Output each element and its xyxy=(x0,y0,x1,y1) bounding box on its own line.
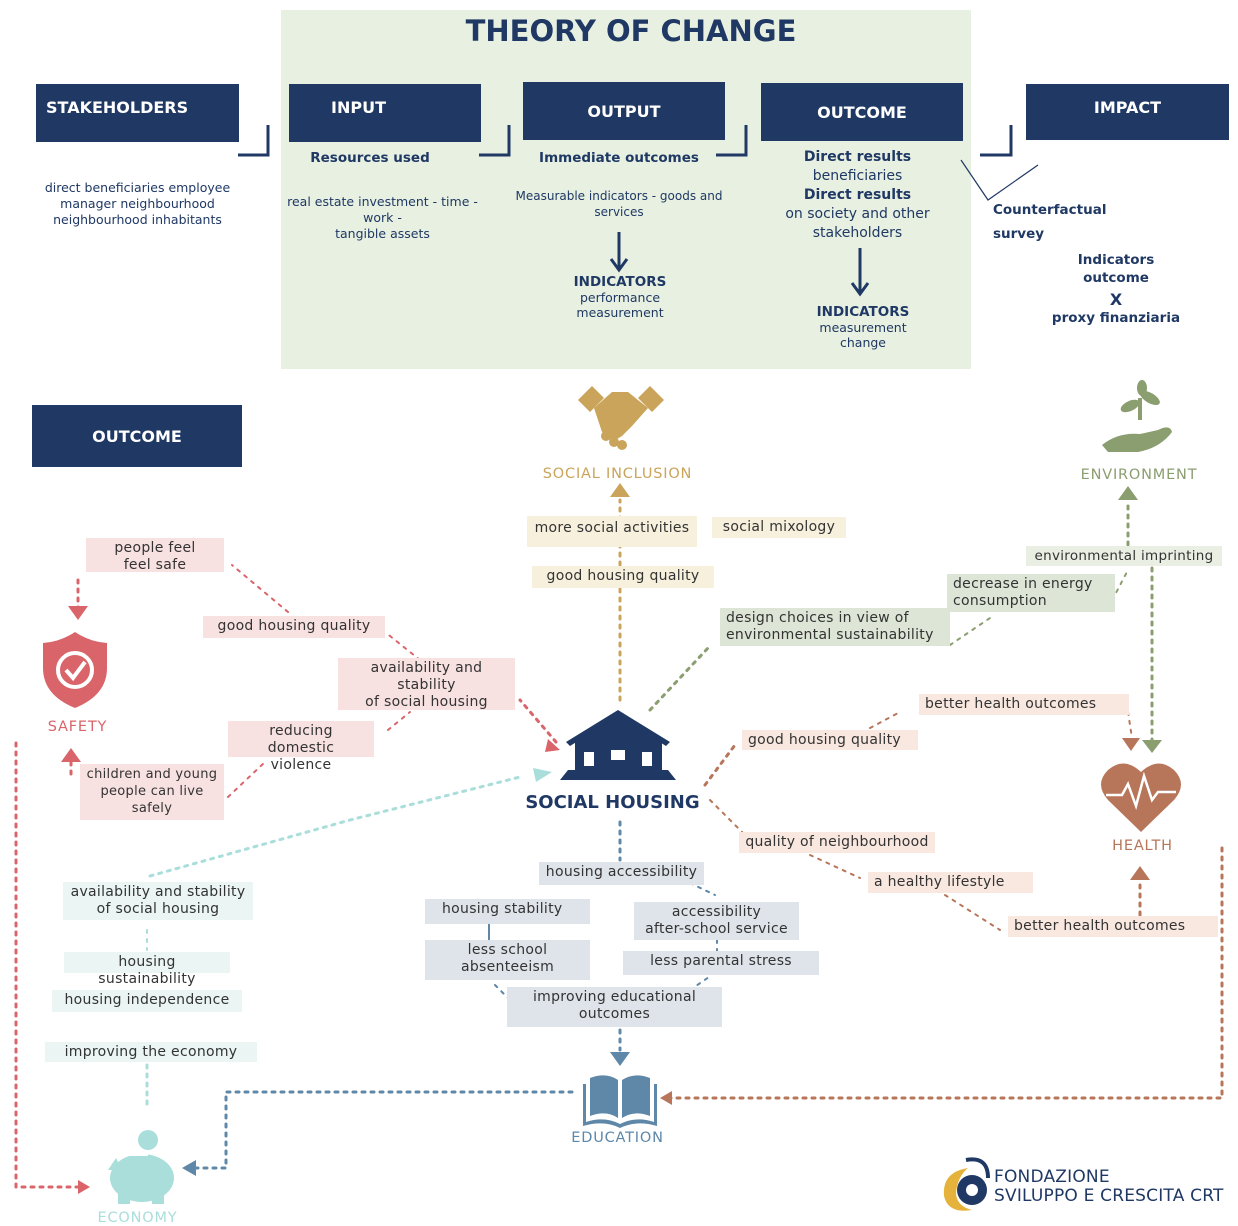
label-good-housing-quality-safety: good housing quality xyxy=(203,616,385,638)
counterfactual-tick xyxy=(960,159,1039,201)
arrowheads xyxy=(61,483,1162,1194)
theory-panel xyxy=(281,10,971,369)
line-env-design xyxy=(648,646,710,712)
label-availability-economy: availability and stability of social hou… xyxy=(63,882,253,920)
handshake-icon xyxy=(578,386,664,450)
social-housing-title: SOCIAL HOUSING xyxy=(525,792,700,813)
outcome-header: OUTCOME xyxy=(761,83,963,141)
connector-outcome-impact xyxy=(980,125,1013,157)
environment-plant-icon xyxy=(1102,380,1172,452)
social-housing-icon xyxy=(560,710,676,780)
label-housing-stability: housing stability xyxy=(425,899,590,924)
health-label: HEALTH xyxy=(1112,838,1173,854)
label-housing-independence: housing independence xyxy=(52,990,242,1012)
input-subtitle: Resources used xyxy=(310,150,430,166)
safety-label: SAFETY xyxy=(47,719,108,735)
connector-input-output xyxy=(479,125,511,157)
connector-output-outcome xyxy=(716,125,748,157)
label-people-feel-safe: people feel feel safe xyxy=(86,538,224,573)
education-label: EDUCATION xyxy=(571,1130,664,1146)
label-less-parental: less parental stress xyxy=(623,951,819,975)
health-heart-icon xyxy=(1101,763,1181,832)
label-reducing-violence: reducing domestic violence xyxy=(228,721,374,773)
label-quality-neighbourhood: quality of neighbourhood xyxy=(739,832,935,853)
label-improving-edu: improving educational outcomes xyxy=(507,987,722,1027)
line-health-education xyxy=(668,846,1224,1100)
label-less-absenteeism: less school absenteeism xyxy=(425,940,590,980)
output-header: OUTPUT xyxy=(523,82,725,140)
label-env-imprinting: environmental imprinting xyxy=(1026,546,1222,566)
fondazione-logo-mark xyxy=(943,1157,990,1211)
label-design-choices: design choices in view of environmental … xyxy=(720,608,950,646)
education-book-icon xyxy=(583,1075,657,1128)
economy-piggy-icon xyxy=(108,1130,174,1204)
label-improving-economy: improving the economy xyxy=(45,1042,257,1062)
line-safety-economy xyxy=(14,741,82,1189)
label-better-health-2: better health outcomes xyxy=(1008,916,1218,937)
label-housing-accessibility: housing accessibility xyxy=(539,862,704,885)
label-accessibility-after: accessibility after-school service xyxy=(634,902,799,940)
label-healthy-lifestyle: a healthy lifestyle xyxy=(868,872,1033,893)
label-good-housing-quality-health: good housing quality xyxy=(742,730,918,750)
economy-label: ECONOMY xyxy=(97,1210,178,1226)
label-better-health-1: better health outcomes xyxy=(919,694,1129,715)
label-children-safely: children and young people can live safel… xyxy=(80,764,224,820)
label-housing-sustainability: housing sustainability xyxy=(64,952,230,987)
outcome-section-box: OUTCOME xyxy=(32,405,242,467)
output-subtitle: Immediate outcomes xyxy=(539,150,699,166)
connector-stakeholders-input xyxy=(238,125,270,157)
impact-header: IMPACT xyxy=(1026,84,1229,140)
fondazione-logo-text: FONDAZIONE SVILUPPO E CRESCITA CRT xyxy=(994,1167,1224,1206)
line-education-economy xyxy=(194,1090,574,1170)
label-decrease-energy: decrease in energy consumption xyxy=(947,574,1115,612)
line-economy-main xyxy=(148,775,522,878)
input-header: INPUT xyxy=(289,84,481,142)
line-safety-main xyxy=(518,698,558,744)
environment-label: ENVIRONMENT xyxy=(1080,467,1198,483)
label-social-mixology: social mixology xyxy=(712,517,846,538)
label-good-housing-quality-inclusion: good housing quality xyxy=(532,566,714,588)
label-more-social: more social activities xyxy=(527,516,697,547)
label-availability-safety: availability and stability of social hou… xyxy=(338,658,515,710)
stakeholders-header: STAKEHOLDERS xyxy=(36,84,239,142)
input-text: real estate investment - time -work -tan… xyxy=(287,194,478,241)
safety-shield-icon xyxy=(43,632,107,708)
social-inclusion-label: SOCIAL INCLUSION xyxy=(542,466,693,482)
page-title: THEORY OF CHANGE xyxy=(465,14,797,48)
